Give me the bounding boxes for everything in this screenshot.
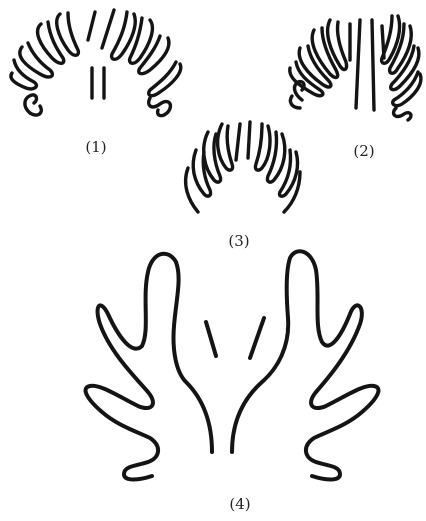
figure-3-label: (3)	[228, 232, 249, 250]
figure-4-label: (4)	[229, 495, 250, 513]
figure-4: (4)	[86, 251, 379, 513]
figure-1: (1)	[11, 10, 181, 156]
figure-1-outline	[11, 10, 181, 116]
figure-1-label: (1)	[85, 138, 106, 156]
figure-3-outline	[186, 122, 300, 212]
figure-2-outline	[290, 16, 421, 120]
figure-2: (2)	[290, 16, 421, 160]
figure-4-outline	[86, 251, 379, 479]
figure-3: (3)	[186, 122, 300, 250]
figure-2-label: (2)	[353, 142, 374, 160]
